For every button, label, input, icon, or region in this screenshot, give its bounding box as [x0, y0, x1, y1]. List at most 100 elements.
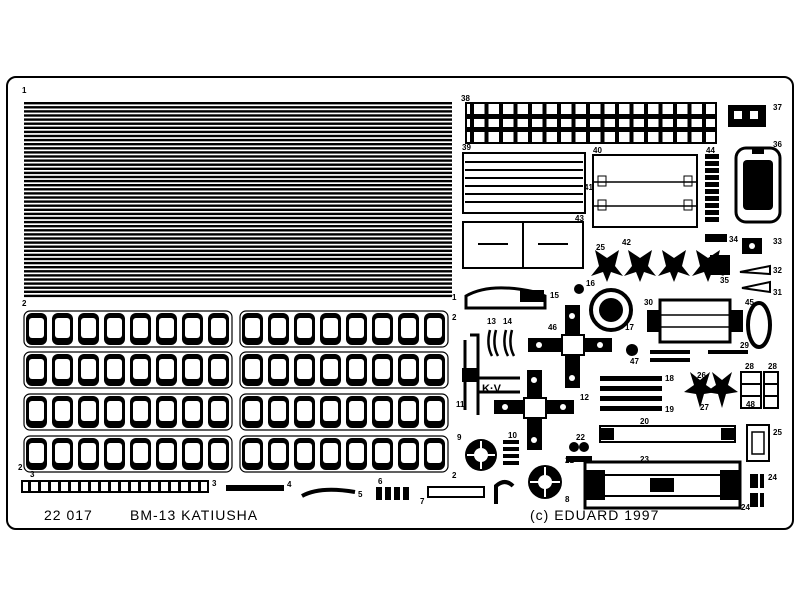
kit-title: BM-13 KATIUSHA — [130, 507, 259, 523]
part-number-46: 46 — [548, 323, 557, 332]
rail-strip — [24, 143, 452, 146]
rocket-tube-window — [271, 359, 286, 379]
bar-part-20 — [599, 425, 736, 443]
mirror-part-36 — [734, 146, 782, 224]
grille-bar — [702, 103, 706, 143]
rocket-tube-window — [133, 318, 148, 338]
rocket-tube-window — [211, 318, 226, 338]
chain-link — [705, 189, 719, 194]
rocket-tube-window — [29, 401, 44, 421]
part-number-35: 35 — [720, 276, 729, 285]
part-number-6: 6 — [378, 477, 383, 486]
part-number-1: 1 — [22, 86, 27, 95]
chain-link — [705, 217, 719, 222]
rail-strip — [24, 175, 452, 179]
tube-row-frame — [23, 351, 233, 389]
part-number-15: 15 — [550, 291, 559, 300]
part-number-42: 42 — [622, 238, 631, 247]
part-34 — [705, 234, 727, 242]
rocket-tube-window — [349, 443, 364, 463]
part-number-28b: 28 — [768, 362, 777, 371]
rocket-tube-window — [133, 401, 148, 421]
ladder-rung — [108, 481, 111, 492]
part-number-14: 14 — [503, 317, 512, 326]
clip-part-37 — [728, 105, 766, 127]
part-22 — [569, 442, 589, 452]
rocket-tubes-part-2 — [23, 310, 449, 473]
rocket-tube-window — [297, 318, 312, 338]
part-47 — [626, 344, 638, 356]
chain-link — [705, 210, 719, 215]
part-number-29: 29 — [740, 341, 749, 350]
part-number-33: 33 — [773, 237, 782, 246]
rocket-tube-window — [323, 359, 338, 379]
rocket-tube-window — [323, 401, 338, 421]
part-number-1b: 1 — [452, 293, 457, 302]
rocket-tube-window — [427, 359, 442, 379]
grille-bar — [586, 103, 590, 143]
tube-row-frame — [239, 310, 449, 348]
grille-bar — [470, 103, 474, 143]
chain-link — [705, 182, 719, 187]
grille-bar — [629, 103, 634, 143]
part-number-3a: 3 — [30, 470, 35, 479]
ladder-rung — [58, 481, 61, 492]
rail-strip — [24, 134, 452, 138]
rocket-tube-window — [107, 443, 122, 463]
chain-link — [705, 196, 719, 201]
rocket-tube-window — [159, 359, 174, 379]
rail-strip — [24, 294, 452, 298]
ladder-rung — [118, 481, 121, 492]
grille-bar — [513, 103, 518, 143]
rocket-tube-window — [401, 318, 416, 338]
rail-strip — [24, 171, 452, 175]
ladder-rung — [188, 481, 191, 492]
tube-row-frame — [23, 393, 233, 431]
rocket-tube-window — [323, 318, 338, 338]
rail-strip — [24, 122, 452, 125]
plate-part-7 — [427, 486, 485, 498]
rocket-tube-window — [323, 443, 338, 463]
part-number-43: 43 — [575, 214, 584, 223]
rocket-tube-window — [29, 359, 44, 379]
louver-frame-part-39 — [462, 152, 586, 214]
part-number-30: 30 — [644, 298, 653, 307]
rocket-tube-window — [375, 443, 390, 463]
cross-bracket-part-12 — [494, 370, 574, 450]
part-number-39: 39 — [462, 143, 471, 152]
grille-part-38 — [465, 102, 717, 144]
grille-bar — [615, 103, 619, 143]
chain-part-44 — [705, 154, 719, 222]
rocket-tube-window — [245, 401, 260, 421]
chain-link — [705, 168, 719, 173]
part-number-34: 34 — [729, 235, 738, 244]
disc-part-17 — [589, 288, 633, 332]
part-number-3b: 3 — [212, 479, 217, 488]
part-number-17: 17 — [625, 323, 634, 332]
part-number-38: 38 — [461, 94, 470, 103]
part-number-11: 11 — [456, 400, 465, 409]
part-number-10: 10 — [508, 431, 517, 440]
part-31 — [741, 280, 771, 294]
rocket-tube-window — [185, 318, 200, 338]
rail-strip — [24, 229, 452, 232]
rocket-tube-window — [55, 359, 70, 379]
tube-row-frame — [239, 435, 449, 473]
chain-link — [705, 175, 719, 180]
part-number-37: 37 — [773, 103, 782, 112]
grille-bar — [644, 103, 648, 143]
part-number-12: 12 — [580, 393, 589, 402]
rail-strip — [24, 278, 452, 281]
part-number-5: 5 — [358, 490, 363, 499]
bracket-42 — [624, 250, 656, 282]
ladder-rung — [158, 481, 161, 492]
grille-bar — [673, 103, 677, 143]
part-number-47: 47 — [630, 357, 639, 366]
part-number-8: 8 — [565, 495, 570, 504]
mirror-part-15 — [464, 286, 547, 310]
loop-part-45 — [746, 301, 772, 349]
star-parts-26-27 — [684, 372, 738, 408]
chain-link — [705, 203, 719, 208]
ladder-rungs — [28, 481, 201, 492]
